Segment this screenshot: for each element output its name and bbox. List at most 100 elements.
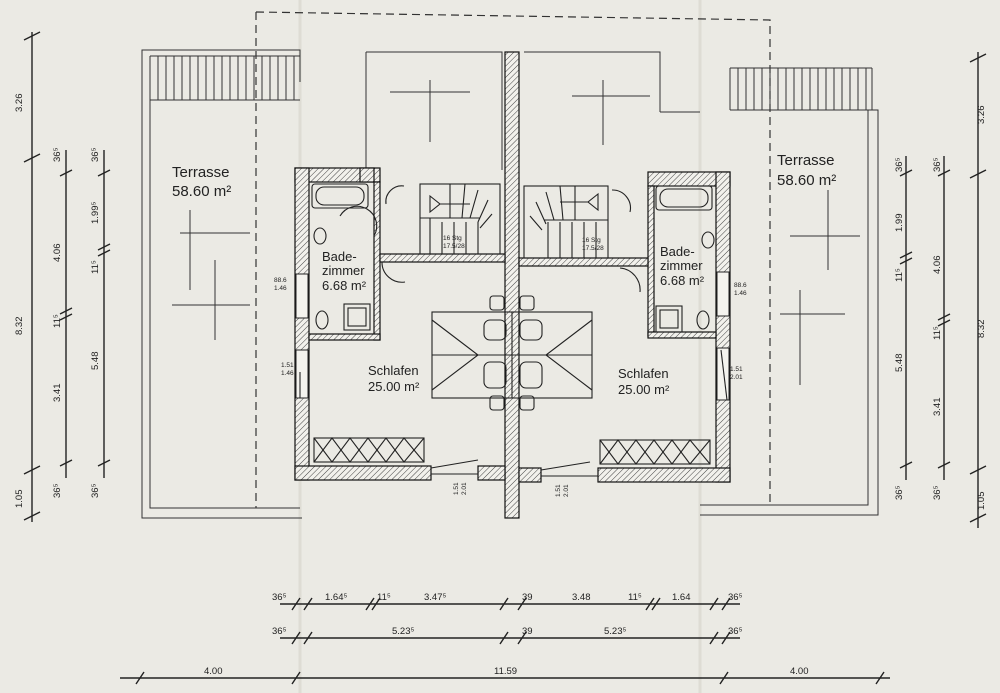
dim-bottom3-2: 4.00 [790, 666, 809, 677]
window-bed-right-h: 2.01 [730, 374, 743, 381]
dim-bottom1-1: 1.64⁵ [325, 592, 347, 603]
bath-fixtures-right [611, 185, 715, 333]
bath-left-area: 6.68 m² [322, 278, 367, 293]
dim-right-inner-4: 36⁵ [932, 485, 943, 500]
bedroom-right-area: 25.00 m² [618, 382, 670, 397]
roof-overhang-dashed [255, 11, 771, 508]
dim-right-outer-2: 1.05 [976, 492, 987, 511]
dim-right-inner-3: 3.41 [932, 398, 943, 417]
dim-bottom1-4: 39 [522, 592, 533, 603]
dim-right-inner2-3: 5.48 [894, 354, 905, 373]
terrace-left-name: Terrasse [172, 164, 230, 181]
dim-left-inner-0: 36⁵ [52, 147, 63, 162]
dimension-labels-left: 3.26 8.32 1.05 36⁵ 4.06 11⁵ 3.41 36⁵ 36⁵… [14, 94, 101, 509]
bath-right-name-1: Bade- [660, 244, 695, 259]
dim-bottom3-0: 4.00 [204, 666, 223, 677]
bathtub-icon [655, 185, 713, 211]
dim-left-inner2-4: 36⁵ [90, 483, 101, 498]
door-right-w: 1.51 [555, 484, 562, 497]
dim-left-inner-2: 11⁵ [52, 314, 63, 328]
dim-bottom2-4: 36⁵ [728, 626, 743, 637]
bath-right-area: 6.68 m² [660, 273, 705, 288]
wardrobe-left [313, 437, 425, 463]
dim-bottom1-7: 1.64 [672, 592, 691, 603]
bath-left-name-1: Bade- [322, 249, 357, 264]
terrace-outlines [141, 49, 879, 519]
dimension-labels-bottom: 36⁵ 1.64⁵ 11⁵ 3.47⁵ 39 3.48 11⁵ 1.64 36⁵… [204, 592, 809, 677]
terrace-crosses [172, 80, 860, 385]
terrace-right-name: Terrasse [777, 152, 835, 169]
window-bath-left-w: 88.6 [274, 277, 287, 284]
window-bath-right-h: 1.46 [734, 290, 747, 297]
dim-bottom2-2: 39 [522, 626, 533, 637]
shower-icon [343, 303, 371, 331]
dim-bottom1-5: 3.48 [572, 592, 591, 603]
dim-right-inner-1: 4.06 [932, 256, 943, 275]
bedroom-right-name: Schlafen [618, 366, 669, 381]
dim-bottom1-8: 36⁵ [728, 592, 743, 603]
dim-left-inner2-3: 5.48 [90, 352, 101, 371]
dimension-lines-right [899, 52, 987, 528]
dim-left-inner-3: 3.41 [52, 384, 63, 403]
dim-left-outer-0: 3.26 [14, 94, 25, 113]
window-bath-left-h: 1.46 [274, 285, 287, 292]
room-labels: Terrasse 58.60 m² Terrasse 58.60 m² Bade… [172, 152, 836, 497]
dim-bottom2-3: 5.23⁵ [604, 626, 626, 637]
window-bed-left-w: 1.51 [281, 362, 294, 369]
dim-right-outer-1: 8.32 [976, 320, 987, 339]
dim-right-inner2-2: 11⁵ [894, 268, 905, 282]
dim-bottom2-1: 5.23⁵ [392, 626, 414, 637]
dimension-lines-bottom [120, 597, 890, 685]
terrace-left-area: 58.60 m² [172, 183, 231, 200]
stair-right-label-2: 17.5/28 [582, 245, 604, 252]
dim-bottom1-2: 11⁵ [377, 592, 391, 603]
walls [294, 51, 731, 519]
dim-left-inner-4: 36⁵ [52, 483, 63, 498]
bath-left-name-2: zimmer [322, 263, 365, 278]
dim-right-inner-2: 11⁵ [932, 326, 943, 340]
railing-right [729, 67, 873, 111]
double-bed [431, 295, 593, 411]
dim-bottom1-3: 3.47⁵ [424, 592, 446, 603]
balcony-doors [299, 349, 728, 477]
dim-right-inner2-4: 36⁵ [894, 485, 905, 500]
sink-icon [313, 227, 327, 245]
window-bed-right-w: 1.51 [730, 366, 743, 373]
shower-icon [655, 305, 683, 333]
stair-left-label-1: 16 Stg [443, 235, 462, 242]
bedroom-left-name: Schlafen [368, 363, 419, 378]
party-wall [504, 51, 520, 519]
dim-right-inner-0: 36⁵ [932, 157, 943, 172]
door-right-h: 2.01 [563, 484, 570, 497]
dim-right-inner2-0: 36⁵ [894, 157, 905, 172]
door-left-h: 2.01 [461, 482, 468, 495]
window-bed-left-h: 1.46 [281, 370, 294, 377]
sink-icon [701, 231, 715, 249]
dim-left-inner2-2: 11⁵ [90, 260, 101, 274]
dim-left-inner-1: 4.06 [52, 244, 63, 263]
bathtub-icon [311, 183, 369, 209]
wardrobe-right [599, 439, 711, 465]
bath-fixtures-left [311, 183, 406, 331]
dim-bottom1-6: 11⁵ [628, 592, 642, 603]
terrace-right-area: 58.60 m² [777, 172, 836, 189]
dimension-labels-right: 3.26 8.32 1.05 36⁵ 4.06 11⁵ 3.41 36⁵ 36⁵… [894, 106, 987, 511]
bedroom-left-area: 25.00 m² [368, 379, 420, 394]
dim-left-outer-1: 8.32 [14, 317, 25, 336]
dim-right-outer-0: 3.26 [976, 106, 987, 125]
dimension-lines-left [23, 31, 111, 522]
dim-bottom3-1: 11.59 [494, 666, 517, 677]
stair-right-label-1: 16 Stg [582, 237, 601, 244]
window-bath-right-w: 88.6 [734, 282, 747, 289]
bath-right-name-2: zimmer [660, 258, 703, 273]
toilet-icon [315, 310, 329, 330]
stair-left-label-2: 17.5/28 [443, 243, 465, 250]
stair-right [523, 185, 609, 259]
dim-left-inner2-0: 36⁵ [90, 147, 101, 162]
dim-bottom1-0: 36⁵ [272, 592, 287, 603]
toilet-icon [696, 310, 710, 330]
railing-left [149, 55, 300, 100]
dim-bottom2-0: 36⁵ [272, 626, 287, 637]
